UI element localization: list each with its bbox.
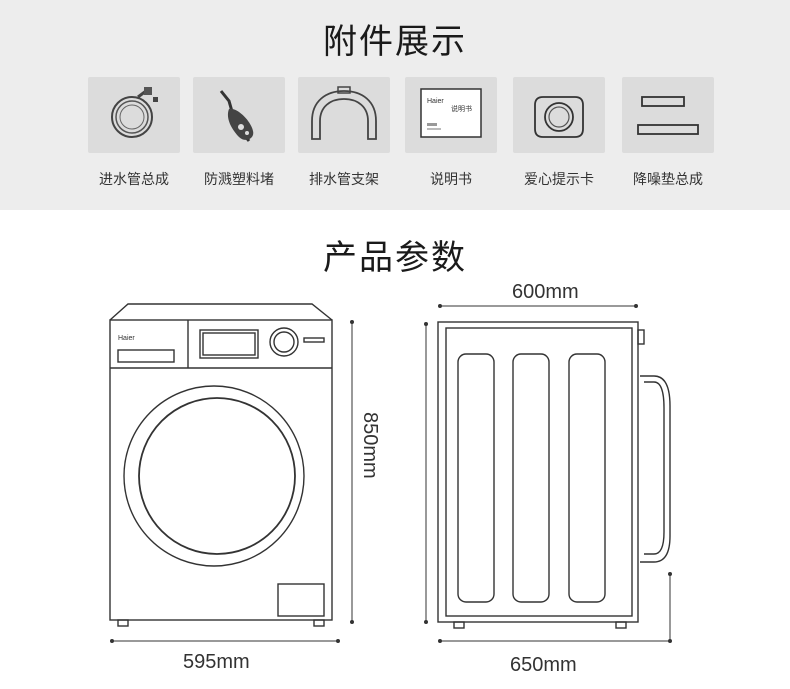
accessory-tile-plug [193,77,285,153]
drain-bracket-icon [311,86,377,140]
dimension-width: 595mm [183,651,250,673]
tip-card-icon [534,96,584,138]
accessory-label-plug: 防溅塑料堵 [204,172,274,188]
dimension-height: 850mm [359,412,381,479]
accessory-label-manual: 说明书 [430,172,472,188]
dimension-top-depth: 600mm [512,281,579,303]
washer-front-brand: Haier [118,335,135,342]
accessory-tile-hose [88,77,180,153]
dimension-bottom-depth: 650mm [510,654,577,676]
hose-icon [111,87,158,138]
accessory-label-hose: 进水管总成 [99,172,169,188]
plastic-plug-icon [219,90,254,142]
accessory-label-tip-card: 爱心提示卡 [524,172,594,188]
manual-cover-brand: Haier [427,98,444,105]
accessory-label-drain-bracket: 排水管支架 [309,172,379,188]
noise-pad-icon [637,96,699,135]
accessory-tile-tip-card [513,77,605,153]
accessory-tile-manual: Haier 说明书 [405,77,497,153]
specs-title: 产品参数 [323,238,467,278]
washer-side-drawing [424,304,672,643]
accessory-label-noise-pad: 降噪垫总成 [633,172,703,188]
accessory-tile-noise-pad [622,77,714,153]
manual-icon: Haier 说明书 [420,88,482,138]
washer-front-drawing: Haier [109,303,354,643]
accessories-title: 附件展示 [323,22,467,62]
manual-cover-title: 说明书 [451,104,472,113]
accessory-tile-drain-bracket [298,77,390,153]
